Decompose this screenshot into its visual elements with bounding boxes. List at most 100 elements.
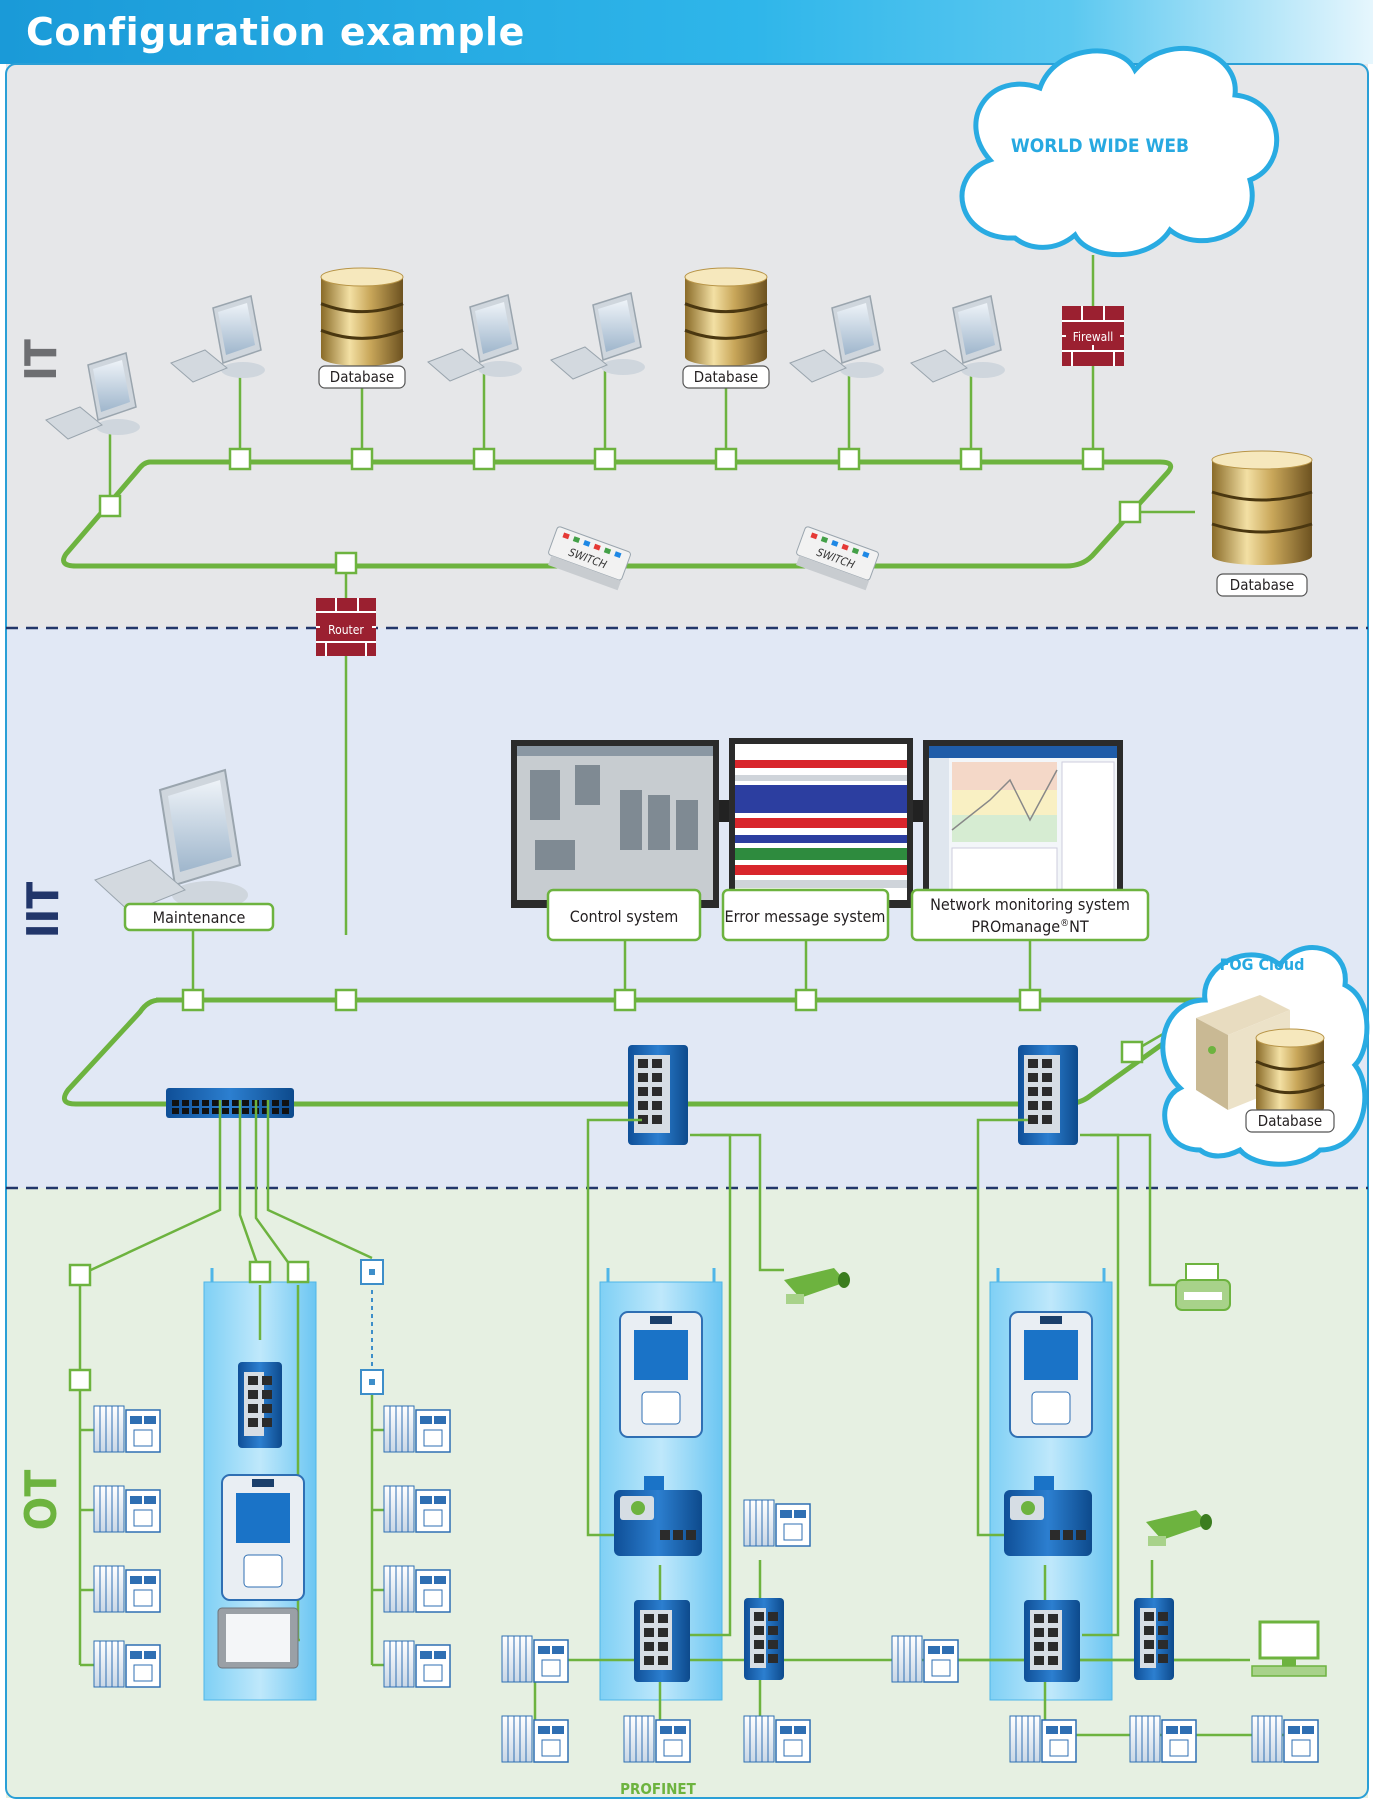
io-slice bbox=[401, 1565, 409, 1613]
io-port bbox=[420, 1651, 432, 1659]
ethernet-port bbox=[644, 1628, 654, 1637]
io-slice bbox=[407, 1485, 415, 1533]
database-icon bbox=[320, 267, 404, 366]
ethernet-port bbox=[644, 1614, 654, 1623]
gateway-connector bbox=[644, 1476, 664, 1492]
panel-screen bbox=[236, 1493, 290, 1543]
ethernet-port bbox=[652, 1073, 662, 1082]
io-terminal bbox=[1169, 1739, 1189, 1757]
ot-wiring bbox=[78, 1100, 1290, 1737]
hmi-screens bbox=[511, 738, 1123, 908]
network-node bbox=[228, 447, 252, 471]
switch-led bbox=[583, 540, 591, 547]
maintenance-pc: Maintenance bbox=[94, 768, 275, 932]
ethernet-port bbox=[282, 1108, 289, 1114]
registered-mark: ® bbox=[1060, 918, 1069, 929]
io-port bbox=[1060, 1726, 1072, 1734]
switch-led bbox=[831, 540, 839, 547]
db-band bbox=[320, 302, 404, 314]
io-port bbox=[144, 1576, 156, 1584]
io-terminal bbox=[663, 1739, 683, 1757]
db-body bbox=[1256, 1038, 1324, 1108]
network-node bbox=[613, 988, 637, 1012]
network-node bbox=[350, 447, 374, 471]
io-slice bbox=[389, 1640, 397, 1688]
io-module bbox=[383, 1565, 451, 1613]
io-slice bbox=[501, 1715, 509, 1763]
io-slice bbox=[395, 1485, 403, 1533]
monitor-screen bbox=[958, 303, 995, 355]
ethernet-port bbox=[262, 1418, 272, 1427]
ethernet-port bbox=[1048, 1642, 1058, 1651]
io-module bbox=[383, 1640, 451, 1688]
ethernet-port bbox=[1042, 1115, 1052, 1124]
io-slice bbox=[105, 1565, 113, 1613]
io-terminal bbox=[541, 1739, 561, 1757]
db-bottom bbox=[321, 348, 403, 366]
ethernet-port bbox=[658, 1628, 668, 1637]
ethernet-port bbox=[754, 1640, 764, 1649]
db-band bbox=[684, 302, 768, 314]
hmi-panel bbox=[221, 1474, 305, 1601]
pc-icon bbox=[45, 352, 140, 440]
ethernet-port bbox=[222, 1100, 229, 1106]
io-slice bbox=[1147, 1715, 1155, 1763]
ethernet-port bbox=[182, 1108, 189, 1114]
ethernet-port bbox=[638, 1115, 648, 1124]
ethernet-port bbox=[1158, 1626, 1168, 1635]
io-module bbox=[1009, 1715, 1077, 1763]
io-port bbox=[552, 1726, 564, 1734]
router-label: Router bbox=[328, 623, 364, 637]
panel-badge bbox=[650, 1316, 672, 1324]
io-slice bbox=[1257, 1715, 1265, 1763]
ethernet-port bbox=[262, 1108, 269, 1114]
hmi-panel bbox=[1009, 1311, 1093, 1438]
io-slice bbox=[99, 1640, 107, 1688]
panel-badge bbox=[1040, 1316, 1062, 1324]
io-port bbox=[928, 1646, 940, 1654]
label-network-monitoring: Network monitoring system PROmanage®NT bbox=[910, 888, 1150, 942]
io-slice bbox=[105, 1640, 113, 1688]
io-slice bbox=[395, 1640, 403, 1688]
ethernet-port bbox=[202, 1108, 209, 1114]
ethernet-port bbox=[222, 1108, 229, 1114]
io-slice bbox=[383, 1565, 391, 1613]
io-slice bbox=[1153, 1715, 1161, 1763]
io-slice bbox=[117, 1485, 125, 1533]
db-band bbox=[1211, 522, 1313, 534]
io-slice bbox=[519, 1715, 527, 1763]
io-port bbox=[942, 1646, 954, 1654]
io-slice bbox=[507, 1715, 515, 1763]
io-slice bbox=[395, 1565, 403, 1613]
network-node bbox=[1120, 1040, 1144, 1064]
switch-led bbox=[603, 547, 612, 555]
database-icon bbox=[1255, 1028, 1325, 1117]
fog-cloud-label: FOG Cloud bbox=[1220, 955, 1305, 974]
io-slice bbox=[1015, 1715, 1023, 1763]
database-label-box bbox=[318, 365, 406, 389]
io-terminal bbox=[541, 1659, 561, 1677]
io-port bbox=[420, 1496, 432, 1504]
managed-switch bbox=[1024, 1600, 1080, 1682]
keyboard bbox=[427, 348, 485, 382]
db-top bbox=[684, 267, 768, 287]
io-port bbox=[144, 1416, 156, 1424]
gateway-connector bbox=[1034, 1476, 1054, 1492]
db-top bbox=[1211, 450, 1313, 470]
ethernet-port bbox=[1028, 1059, 1038, 1068]
monitor-stand bbox=[478, 361, 522, 377]
monitor-stand bbox=[840, 362, 884, 378]
ethernet-port bbox=[652, 1101, 662, 1110]
io-slice bbox=[93, 1485, 101, 1533]
printer-slot bbox=[1184, 1292, 1222, 1300]
database-icon bbox=[684, 267, 768, 366]
ethernet-port bbox=[202, 1100, 209, 1106]
network-node bbox=[286, 1260, 310, 1284]
switch-led bbox=[572, 536, 581, 544]
database-label-box bbox=[1216, 573, 1308, 597]
io-port bbox=[674, 1726, 686, 1734]
ethernet-port bbox=[1144, 1626, 1154, 1635]
io-port bbox=[552, 1646, 564, 1654]
ethernet-port bbox=[282, 1100, 289, 1106]
terminal-dot bbox=[369, 1379, 375, 1385]
